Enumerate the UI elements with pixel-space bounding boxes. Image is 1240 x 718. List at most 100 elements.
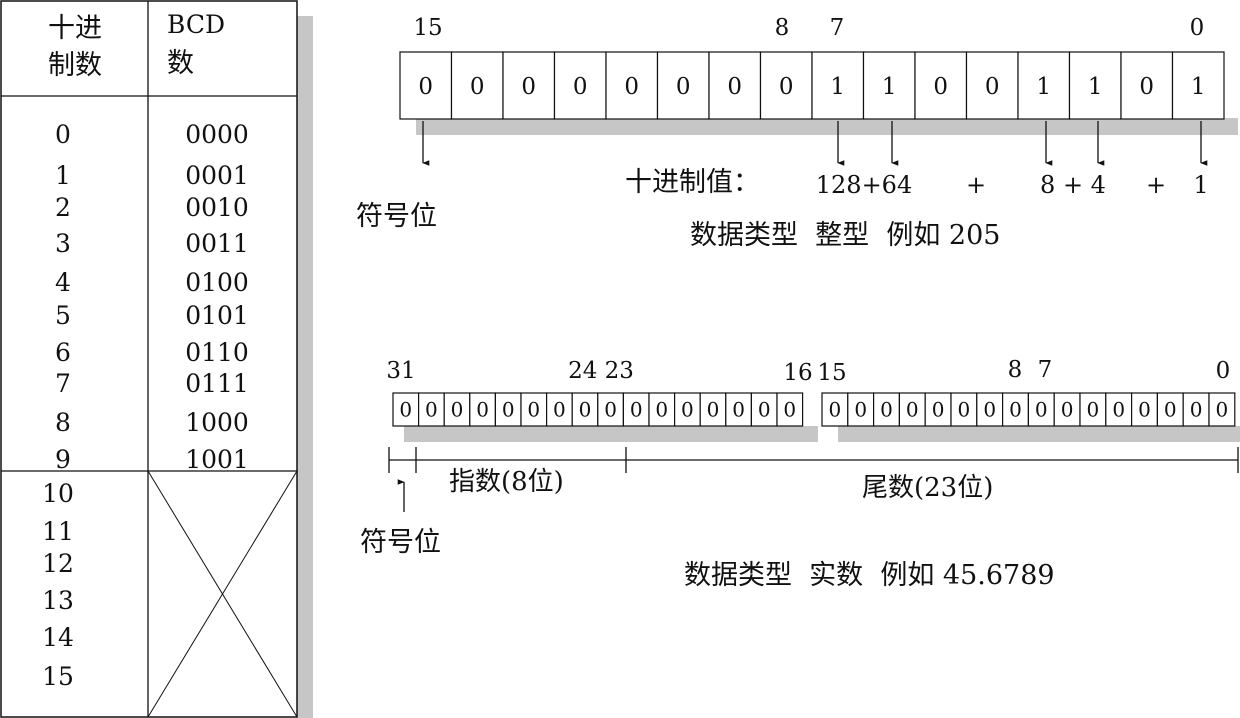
bit-cell [1208,392,1236,427]
bcd-code: 0001 [185,161,249,190]
bit-cell [1171,51,1225,120]
bit-cell [862,51,916,120]
bcd-code: 0010 [185,193,249,222]
invalid-decimal: 10 [42,479,74,508]
bit-value: 0 [829,398,842,422]
bit-cell [622,392,650,427]
bit-value: 0 [399,398,412,422]
bit-cell [494,392,522,427]
bit-value: 0 [1190,398,1203,422]
bit-value: 0 [676,74,691,100]
bit-value: 0 [880,398,893,422]
bit-label: 16 [783,360,812,386]
bit-cell [1053,392,1081,427]
bit-cell [708,51,762,120]
bit-cell [545,392,573,427]
bit-value: 0 [451,398,464,422]
bit-value: 0 [553,398,566,422]
bit-value: 1 [1191,74,1206,100]
bit-cell [469,392,496,427]
value-term: 1 [1193,171,1208,199]
bit-cell [776,392,804,427]
bit-value: 0 [604,398,617,422]
field-range-ruler [388,447,1239,473]
bit-value: 0 [1216,398,1229,422]
bit-label: 7 [1038,357,1053,383]
bit-value: 0 [1035,398,1048,422]
bit-value: 0 [906,398,919,422]
bit-value: 0 [1164,398,1177,422]
register-shadow [404,426,818,442]
bit-value: 1 [1036,74,1051,100]
bit-cell [1156,392,1184,427]
bit-cell [976,392,1004,427]
bcd-code: 0011 [185,229,249,258]
bcd-code: 0000 [185,120,249,149]
bit-cell [656,51,710,120]
bit-value: 1 [830,74,845,100]
bcd-code: 1001 [185,445,249,474]
decimal-digit: 7 [55,369,71,398]
decimal-digit: 0 [55,120,71,149]
bit-value: 0 [1009,398,1022,422]
value-term: 8 + 4 [1040,171,1106,199]
bit-value: 0 [732,398,745,422]
bit-cell [418,392,445,427]
bit-value: 0 [758,398,771,422]
bit-cell [553,51,607,120]
bit-label: 15 [413,15,442,41]
bit-value: 1 [882,74,897,100]
bit-cell [1017,51,1071,120]
bit-cell [872,392,900,427]
bit-label: 0 [1190,15,1205,41]
bit-value: 0 [1112,398,1125,422]
table-border [0,0,298,718]
bit-value: 0 [932,398,945,422]
invalid-decimal: 12 [42,549,74,578]
invalid-decimal: 11 [42,517,74,546]
value-term: + [966,171,986,199]
invalid-decimal: 13 [42,586,74,615]
bit-cell [392,392,420,427]
bit-value: 0 [425,398,438,422]
invalid-decimal: 14 [42,623,74,652]
bit-value: 0 [470,74,485,100]
bcd-code: 0111 [185,369,249,398]
bit-value: 0 [476,398,489,422]
value-term: + [1146,171,1166,199]
bit-cell [648,392,676,427]
exponent-label: 指数(8位) [449,467,564,497]
bit-cell [1079,392,1107,427]
bit-cell [450,51,504,120]
bcd-code: 0110 [185,338,249,367]
real-caption: 数据类型 实数 例如 45.6789 [684,560,1055,591]
decimal-digit: 8 [55,408,71,437]
bit-value: 0 [502,398,515,422]
bit-value: 0 [783,398,796,422]
bcd-code: 0101 [185,301,249,330]
bit-value: 0 [854,398,867,422]
bit-value: 0 [958,398,971,422]
register-shadow [416,118,1238,135]
bit-value: 0 [985,74,1000,100]
bit-cell [502,51,556,120]
sign-bit-label: 符号位 [360,527,441,558]
bit-cell [399,51,453,120]
bit-value: 0 [579,398,592,422]
bit-value: 1 [1088,74,1103,100]
bit-value: 0 [655,398,668,422]
bit-cell [1120,51,1174,120]
bcd-code: 1000 [185,408,249,437]
decimal-digit: 5 [55,301,71,330]
integer-caption: 数据类型 整型 例如 205 [690,220,1000,251]
header-bcd: BCD [167,10,225,39]
bit-value: 0 [727,74,742,100]
bit-value: 0 [624,74,639,100]
bit-value: 0 [707,398,720,422]
bit-cell [1182,392,1210,427]
table-shadow [297,16,313,718]
